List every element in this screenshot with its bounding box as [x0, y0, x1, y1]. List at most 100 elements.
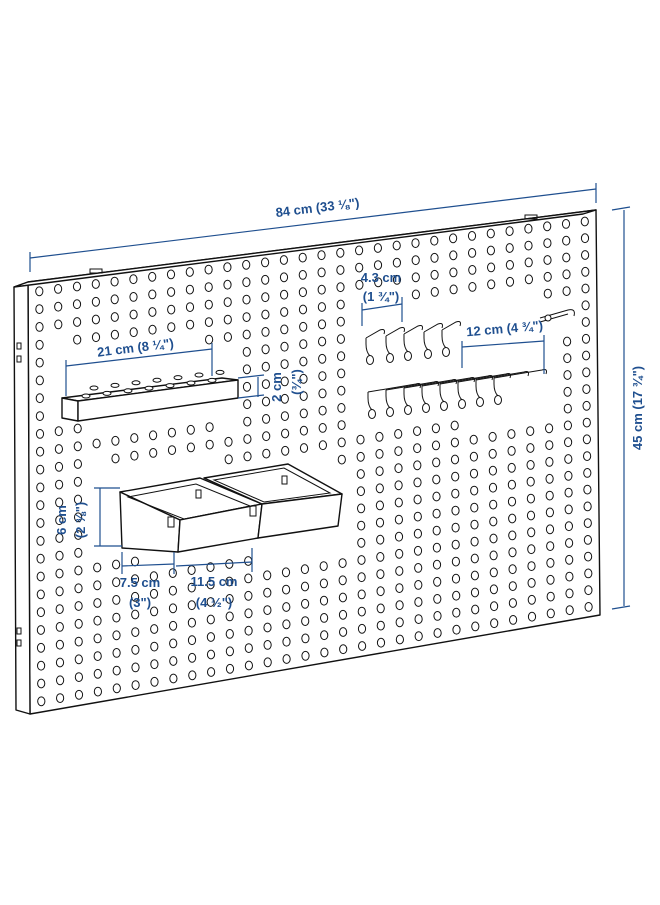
panel-hole — [73, 494, 83, 505]
panel-hole — [298, 252, 307, 263]
panel-hole — [35, 339, 44, 350]
panel-hole — [244, 556, 253, 566]
panel-hole — [357, 503, 366, 514]
panel-hole — [470, 519, 479, 530]
panel-hole — [337, 351, 346, 362]
panel-hole — [318, 336, 327, 347]
panel-hole — [54, 284, 63, 294]
panel-hole — [546, 574, 555, 585]
panel-hole — [36, 464, 45, 475]
panel-hole — [356, 469, 365, 479]
panel-hole — [299, 373, 308, 384]
panel-hole — [545, 490, 554, 501]
hook-spacing-label: 4.3 cm — [361, 270, 401, 285]
panel-hole — [565, 538, 574, 548]
panel-hole — [37, 678, 46, 689]
panel-hole — [298, 270, 307, 280]
panel-hole — [470, 570, 479, 581]
panel-hole — [394, 531, 404, 542]
panel-hole — [395, 583, 404, 593]
panel-hole — [470, 553, 479, 564]
panel-hole — [451, 556, 460, 567]
panel-hole — [451, 488, 460, 499]
panel-hole — [320, 613, 329, 623]
panel-hole — [432, 491, 441, 502]
panel-hole — [74, 654, 83, 665]
bin-right-inner — [212, 467, 332, 503]
peg-hook-ring — [442, 347, 450, 357]
panel-hole — [56, 693, 65, 703]
panel-hole — [261, 327, 270, 337]
panel-hole — [35, 304, 44, 315]
panel-hole — [413, 460, 422, 471]
panel-hole — [282, 619, 291, 630]
panel-hole — [207, 667, 216, 677]
panel-hole — [376, 620, 385, 631]
panel-hole — [394, 429, 403, 439]
panel-hole — [430, 269, 439, 280]
panel-hole — [583, 468, 592, 478]
panel-hole — [54, 319, 63, 330]
panel-hole — [375, 483, 384, 494]
panel-hole — [186, 319, 195, 330]
panel-hole — [432, 457, 441, 468]
panel-hole — [471, 621, 480, 632]
panel-hole — [336, 316, 345, 327]
panel-hole — [413, 494, 422, 505]
width-label: 84 cm (33 ⅛") — [275, 195, 360, 220]
panel-hole — [432, 474, 441, 485]
panel-hole — [110, 294, 119, 305]
panel-hole — [468, 248, 477, 258]
panel-hole — [433, 628, 442, 638]
panel-hole — [376, 569, 385, 579]
panel-hole — [543, 238, 552, 249]
panel-hole — [55, 479, 64, 490]
panel-hole — [131, 680, 140, 690]
panel-hole — [91, 296, 101, 307]
panel-hole — [282, 584, 291, 595]
panel-hole — [337, 403, 346, 413]
panel-hole — [546, 541, 555, 551]
height-dim-tick — [611, 206, 631, 211]
panel-hole — [242, 381, 252, 392]
panel-hole — [167, 427, 176, 438]
peg-hook-ring — [494, 395, 502, 405]
panel-hole — [451, 522, 460, 533]
panel-hole — [411, 255, 420, 266]
panel-hole — [242, 347, 251, 357]
panel-hole — [356, 451, 365, 462]
panel-hole — [337, 454, 346, 465]
panel-hole — [225, 663, 235, 674]
panel-hole — [562, 286, 571, 297]
panel-hole — [432, 542, 441, 553]
panel-hole — [564, 454, 573, 464]
height-dim-tick — [611, 605, 631, 610]
panel-hole — [244, 625, 253, 636]
panel-hole — [505, 276, 515, 287]
panel-hole — [74, 565, 83, 576]
panel-hole — [583, 518, 592, 528]
panel-hole — [451, 539, 460, 550]
panel-hole — [339, 644, 348, 655]
peg-hook-ring — [476, 397, 484, 407]
panel-hole — [36, 571, 45, 582]
panel-hole — [91, 279, 100, 289]
bin-right-front — [257, 493, 343, 539]
bin-width-inch-label: (4 ½") — [196, 595, 233, 610]
panel-hole — [319, 578, 328, 589]
panel-hole — [490, 601, 499, 612]
tool-rail-hole — [152, 377, 162, 383]
panel-hole — [318, 371, 327, 382]
panel-hole — [111, 453, 120, 464]
panel-hole — [357, 555, 366, 565]
panel-hole — [225, 646, 234, 657]
panel-hole — [112, 577, 121, 588]
panel-hole — [54, 444, 64, 454]
panel-hole — [36, 446, 45, 457]
panel-hole — [223, 314, 232, 325]
panel-hole — [432, 559, 442, 570]
panel-hole — [91, 332, 101, 343]
panel-hole — [507, 479, 516, 490]
panel-hole — [93, 668, 102, 679]
